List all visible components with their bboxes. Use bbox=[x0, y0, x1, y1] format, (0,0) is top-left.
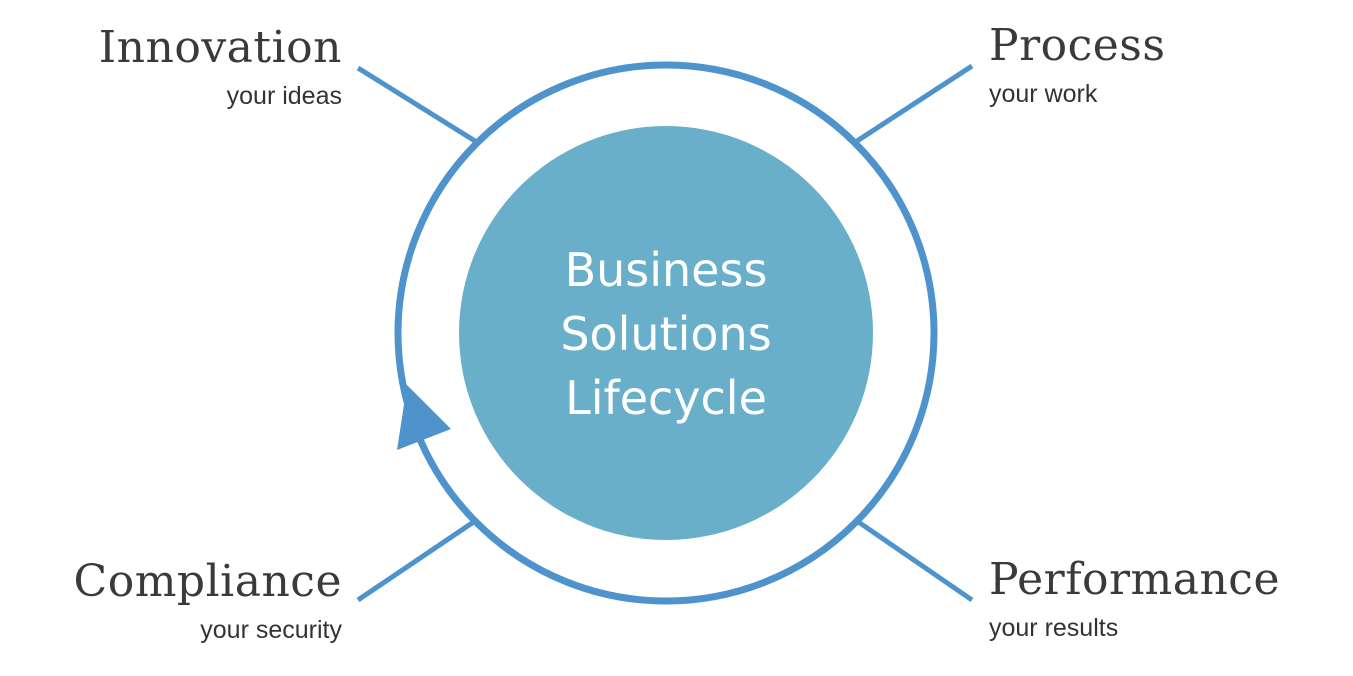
node-subtitle: your results bbox=[989, 614, 1119, 642]
center-label: Business Solutions Lifecycle bbox=[460, 238, 872, 430]
node-title: Innovation bbox=[98, 22, 342, 73]
node-title: Compliance bbox=[73, 556, 342, 607]
connector-top-left bbox=[356, 65, 477, 144]
center-circle bbox=[459, 126, 873, 540]
center-line-3: Lifecycle bbox=[565, 371, 767, 425]
outer-ring bbox=[394, 61, 938, 605]
connector-top-right bbox=[855, 63, 974, 144]
cycle-arrowhead-icon bbox=[397, 385, 451, 450]
node-subtitle: your security bbox=[200, 616, 342, 644]
node-innovation: Innovation your ideas bbox=[99, 26, 342, 109]
connector-bottom-left bbox=[356, 518, 477, 603]
node-process: Process your work bbox=[989, 24, 1165, 107]
node-compliance: Compliance your security bbox=[74, 560, 342, 643]
node-subtitle: your ideas bbox=[226, 82, 342, 110]
connector-bottom-right bbox=[855, 518, 974, 603]
node-performance: Performance your results bbox=[989, 558, 1280, 641]
node-title: Performance bbox=[989, 554, 1280, 605]
center-line-1: Business bbox=[564, 243, 768, 297]
node-subtitle: your work bbox=[989, 80, 1098, 108]
center-line-2: Solutions bbox=[560, 307, 772, 361]
node-title: Process bbox=[989, 20, 1166, 71]
